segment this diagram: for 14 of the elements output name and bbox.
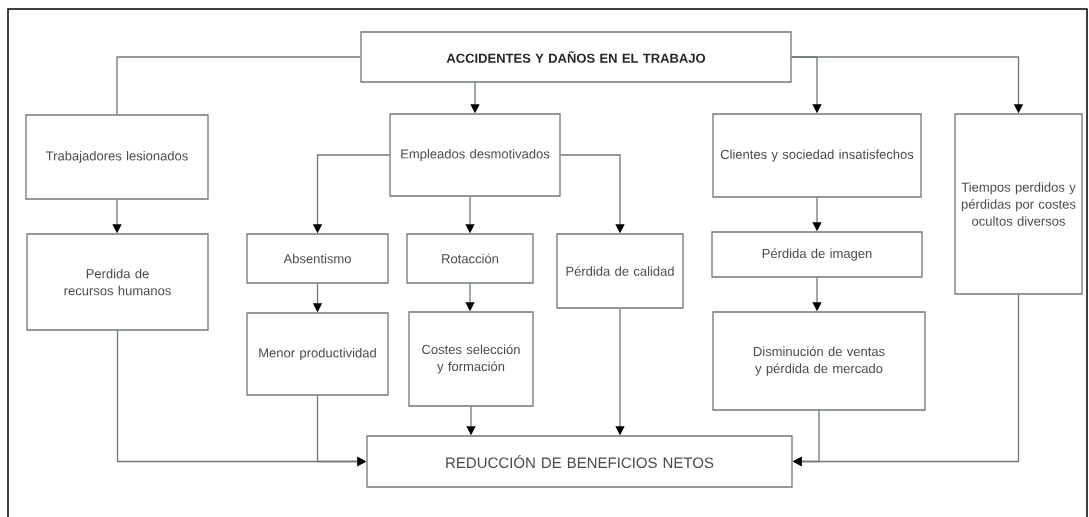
process-box: Empleados desmotivados xyxy=(389,113,561,197)
process-box: Disminución de ventas y pérdida de mercado xyxy=(712,311,926,411)
process-box: ACCIDENTES Y DAÑOS EN EL TRABAJO xyxy=(360,31,792,83)
process-box: Rotacción xyxy=(406,233,534,284)
process-box: Menor productividad xyxy=(246,312,389,396)
process-box: Clientes y sociedad insatisfechos xyxy=(712,113,922,198)
process-box: REDUCCIÓN DE BENEFICIOS NETOS xyxy=(366,435,793,488)
process-box: Absentismo xyxy=(246,233,389,284)
process-box: Trabajadores lesionados xyxy=(25,114,209,200)
process-box: Tiempos perdidos y pérdidas por costes ocultos diversos xyxy=(954,113,1083,295)
process-box: Pérdida de calidad xyxy=(556,233,684,309)
process-box: Perdida de recursos humanos xyxy=(26,233,209,331)
process-box: Costes selección y formación xyxy=(408,311,534,407)
process-box: Pérdida de imagen xyxy=(711,231,923,278)
